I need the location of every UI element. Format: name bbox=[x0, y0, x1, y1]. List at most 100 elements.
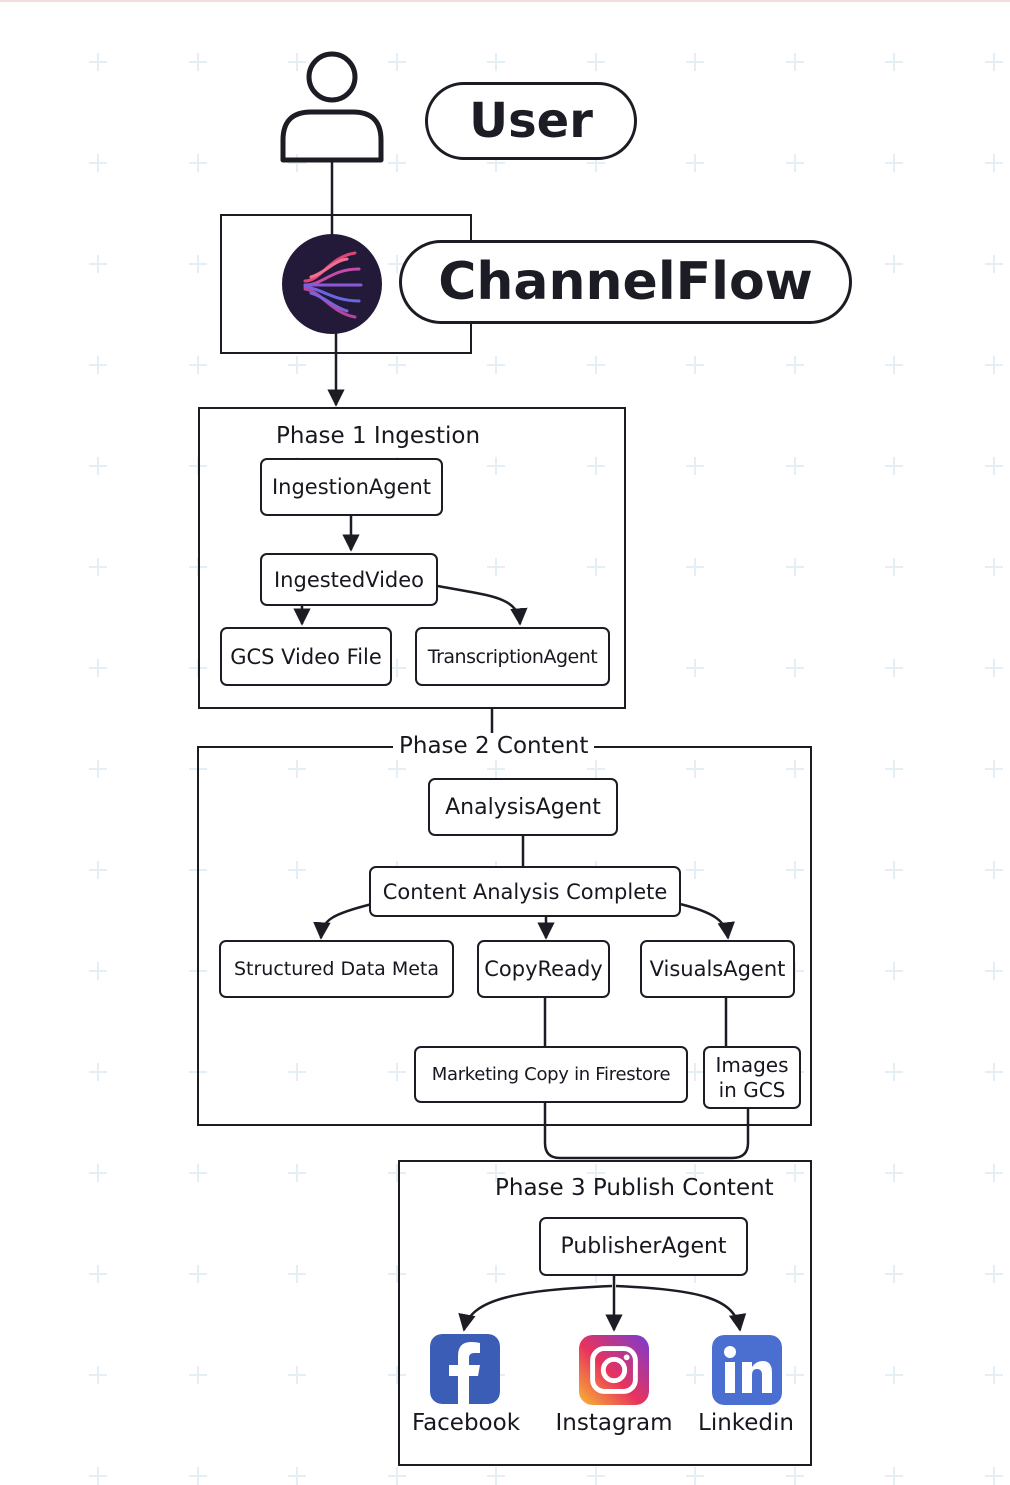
grid-plus-mark bbox=[89, 861, 107, 879]
grid-plus-mark bbox=[189, 1265, 207, 1283]
grid-plus-mark bbox=[89, 457, 107, 475]
grid-plus-mark bbox=[89, 760, 107, 778]
grid-plus-mark bbox=[388, 356, 406, 374]
grid-plus-mark bbox=[786, 558, 804, 576]
phase3-title: Phase 3 Publish Content bbox=[495, 1175, 774, 1201]
grid-plus-mark bbox=[288, 1063, 306, 1081]
grid-plus-mark bbox=[885, 558, 903, 576]
grid-plus-mark bbox=[388, 1164, 406, 1182]
grid-plus-mark bbox=[587, 1164, 605, 1182]
images-in-gcs-line1: Images bbox=[715, 1052, 789, 1077]
grid-plus-mark bbox=[89, 154, 107, 172]
grid-plus-mark bbox=[89, 1063, 107, 1081]
arrow-complete-to-structured bbox=[313, 902, 373, 940]
grid-plus-mark bbox=[686, 1164, 704, 1182]
grid-plus-mark bbox=[885, 760, 903, 778]
ingested-video-node: IngestedVideo bbox=[260, 553, 438, 606]
grid-plus-mark bbox=[686, 1366, 704, 1384]
grid-plus-mark bbox=[985, 861, 1003, 879]
grid-plus-mark bbox=[89, 53, 107, 71]
phase3-frame bbox=[398, 1160, 812, 1466]
grid-plus-mark bbox=[786, 1265, 804, 1283]
grid-plus-mark bbox=[885, 962, 903, 980]
grid-plus-mark bbox=[985, 1164, 1003, 1182]
grid-plus-mark bbox=[786, 154, 804, 172]
grid-plus-mark bbox=[288, 1164, 306, 1182]
grid-plus-mark bbox=[885, 1164, 903, 1182]
grid-plus-mark bbox=[686, 659, 704, 677]
phase2-title: Phase 2 Content bbox=[393, 733, 595, 759]
visuals-agent-node: VisualsAgent bbox=[640, 940, 795, 998]
arrow-ingestedvideo-to-transcription bbox=[437, 584, 528, 626]
grid-plus-mark bbox=[189, 356, 207, 374]
instagram-icon[interactable] bbox=[579, 1335, 649, 1405]
grid-plus-mark bbox=[885, 1265, 903, 1283]
grid-plus-mark bbox=[189, 255, 207, 273]
grid-plus-mark bbox=[985, 457, 1003, 475]
grid-plus-mark bbox=[786, 1366, 804, 1384]
grid-plus-mark bbox=[89, 558, 107, 576]
arrow-complete-to-visuals bbox=[679, 902, 735, 940]
grid-plus-mark bbox=[587, 457, 605, 475]
user-icon bbox=[280, 51, 384, 163]
facebook-icon[interactable] bbox=[430, 1334, 500, 1404]
grid-plus-mark bbox=[388, 1467, 406, 1485]
grid-plus-mark bbox=[985, 760, 1003, 778]
grid-plus-mark bbox=[985, 1063, 1003, 1081]
grid-plus-mark bbox=[885, 457, 903, 475]
grid-plus-mark bbox=[587, 1467, 605, 1485]
instagram-label: Instagram bbox=[555, 1410, 673, 1436]
grid-plus-mark bbox=[885, 356, 903, 374]
arrow-publisher-to-facebook bbox=[458, 1284, 613, 1332]
grid-plus-mark bbox=[388, 53, 406, 71]
grid-plus-mark bbox=[189, 1467, 207, 1485]
user-label: User bbox=[425, 82, 637, 160]
grid-plus-mark bbox=[885, 1467, 903, 1485]
ingestion-agent-node: IngestionAgent bbox=[260, 458, 443, 516]
grid-plus-mark bbox=[388, 1063, 406, 1081]
grid-plus-mark bbox=[985, 659, 1003, 677]
grid-plus-mark bbox=[288, 1265, 306, 1283]
facebook-label: Facebook bbox=[411, 1410, 521, 1436]
top-edge-line bbox=[0, 0, 1010, 2]
phase1-frame bbox=[198, 407, 626, 709]
grid-plus-mark bbox=[89, 356, 107, 374]
grid-plus-mark bbox=[189, 53, 207, 71]
grid-plus-mark bbox=[985, 1467, 1003, 1485]
grid-plus-mark bbox=[786, 760, 804, 778]
grid-plus-mark bbox=[686, 154, 704, 172]
grid-plus-mark bbox=[985, 53, 1003, 71]
grid-plus-mark bbox=[885, 53, 903, 71]
grid-plus-mark bbox=[288, 356, 306, 374]
grid-plus-mark bbox=[587, 760, 605, 778]
grid-plus-mark bbox=[487, 760, 505, 778]
grid-plus-mark bbox=[487, 558, 505, 576]
copy-ready-node: CopyReady bbox=[477, 940, 610, 998]
grid-plus-mark bbox=[985, 558, 1003, 576]
grid-plus-mark bbox=[786, 1164, 804, 1182]
grid-plus-mark bbox=[388, 1366, 406, 1384]
grid-plus-mark bbox=[587, 356, 605, 374]
structured-data-meta-node: Structured Data Meta bbox=[219, 940, 454, 998]
grid-plus-mark bbox=[786, 457, 804, 475]
grid-plus-mark bbox=[487, 1467, 505, 1485]
grid-plus-mark bbox=[487, 53, 505, 71]
grid-plus-mark bbox=[885, 255, 903, 273]
grid-plus-mark bbox=[89, 255, 107, 273]
linkedin-icon[interactable] bbox=[712, 1335, 782, 1405]
grid-plus-mark bbox=[985, 255, 1003, 273]
linkedin-label: Linkedin bbox=[698, 1410, 794, 1436]
grid-plus-mark bbox=[985, 1265, 1003, 1283]
grid-plus-mark bbox=[985, 356, 1003, 374]
grid-plus-mark bbox=[288, 1366, 306, 1384]
grid-plus-mark bbox=[786, 53, 804, 71]
grid-plus-mark bbox=[885, 154, 903, 172]
transcription-agent-node: TranscriptionAgent bbox=[415, 627, 610, 686]
grid-plus-mark bbox=[89, 1164, 107, 1182]
connector-marketing-to-phase3 bbox=[543, 1102, 750, 1160]
images-in-gcs-line2: in GCS bbox=[718, 1077, 786, 1102]
grid-plus-mark bbox=[89, 1265, 107, 1283]
images-in-gcs-node: Images in GCS bbox=[703, 1046, 801, 1109]
grid-plus-mark bbox=[587, 558, 605, 576]
